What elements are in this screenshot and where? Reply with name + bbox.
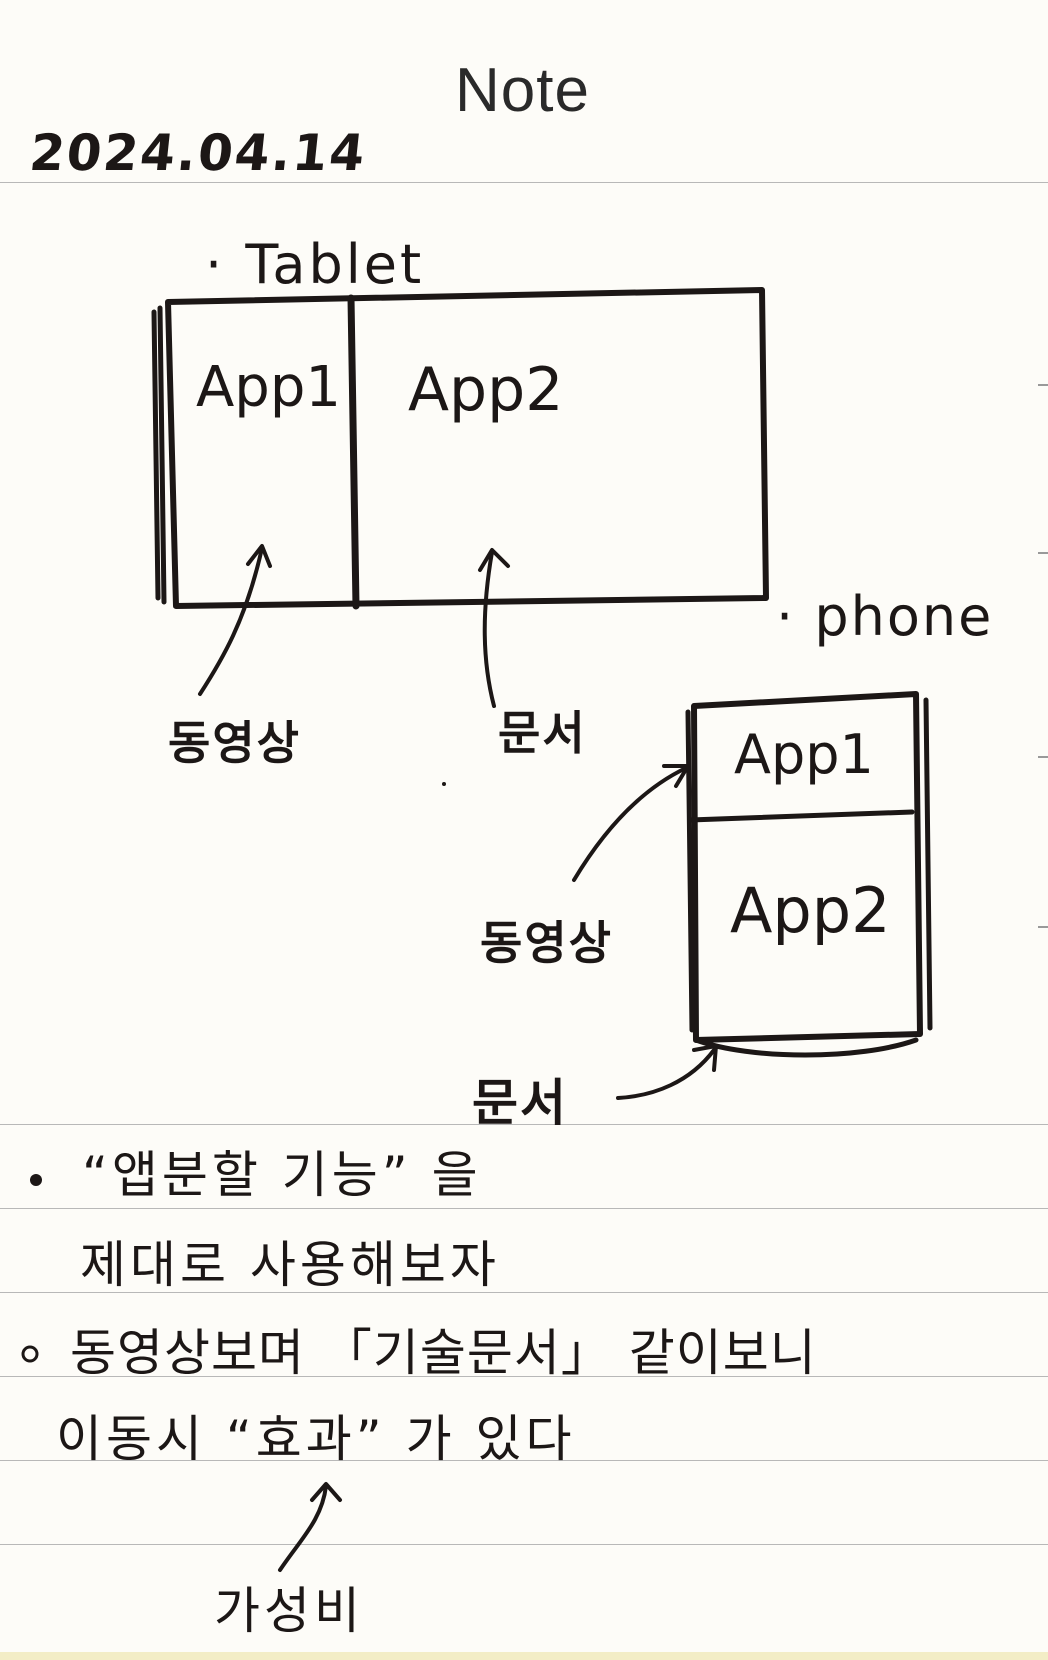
phone-divider bbox=[687, 809, 915, 823]
note-line-4: 이동시 “효과” 가 있다 bbox=[56, 1410, 576, 1468]
note-line-1: “앱분할 기능” 을 bbox=[82, 1146, 482, 1204]
margin-tick bbox=[1038, 384, 1048, 386]
phone-outline bbox=[691, 691, 923, 1043]
note-line-3: 동영상보며 「기술문서」 같이보니 bbox=[70, 1324, 817, 1382]
ruled-line bbox=[0, 1124, 1048, 1125]
tablet-pane-left-label: App1 bbox=[196, 355, 342, 420]
arrowhead-app1 bbox=[246, 544, 272, 568]
page-title: Note bbox=[455, 56, 590, 125]
arrowhead-app2 bbox=[478, 548, 510, 572]
ruled-line bbox=[0, 1208, 1048, 1209]
margin-tick bbox=[1038, 756, 1048, 758]
ruled-line bbox=[0, 1292, 1048, 1293]
tablet-annotation-video: 동영상 bbox=[168, 716, 301, 770]
phone-pane-top-label: App1 bbox=[734, 723, 874, 786]
arrow-to-app2 bbox=[482, 550, 496, 708]
bullet-dot bbox=[21, 1345, 39, 1363]
arrow-to-hyogwa bbox=[278, 1484, 328, 1572]
tablet-edge bbox=[151, 305, 167, 605]
tablet-annotation-doc: 문서 bbox=[498, 706, 587, 760]
bullet-dot bbox=[30, 1174, 42, 1186]
arrow-to-phone-bottom bbox=[616, 1048, 716, 1100]
phone-annotation-video: 동영상 bbox=[480, 916, 613, 970]
ruled-line bbox=[0, 1376, 1048, 1377]
tablet-outline bbox=[165, 287, 769, 609]
note-line-2: 제대로 사용해보자 bbox=[80, 1236, 500, 1294]
arrowhead-phone-bottom bbox=[692, 1044, 718, 1072]
ruled-line bbox=[0, 1544, 1048, 1545]
tablet-divider bbox=[347, 294, 360, 610]
arrowhead-phone-app1 bbox=[662, 764, 690, 788]
tablet-pane-right-label: App2 bbox=[408, 355, 564, 425]
arrowhead-hyogwa bbox=[310, 1482, 342, 1502]
arrow-to-app1 bbox=[198, 546, 264, 696]
ruled-line bbox=[0, 1460, 1048, 1461]
margin-tick bbox=[1038, 552, 1048, 554]
phone-bottom-curve bbox=[693, 1037, 919, 1058]
ruled-line bbox=[0, 182, 1048, 183]
arrow-to-phone-app1 bbox=[572, 766, 688, 882]
phone-pane-bottom-label: App2 bbox=[730, 874, 891, 947]
note-annotation-value: 가성비 bbox=[214, 1582, 364, 1640]
phone-label: · phone bbox=[776, 585, 994, 648]
phone-annotation-doc: 문서 bbox=[472, 1074, 568, 1132]
tablet-label: · Tablet bbox=[205, 233, 425, 296]
margin-tick bbox=[1038, 926, 1048, 928]
stray-dot bbox=[442, 782, 446, 786]
